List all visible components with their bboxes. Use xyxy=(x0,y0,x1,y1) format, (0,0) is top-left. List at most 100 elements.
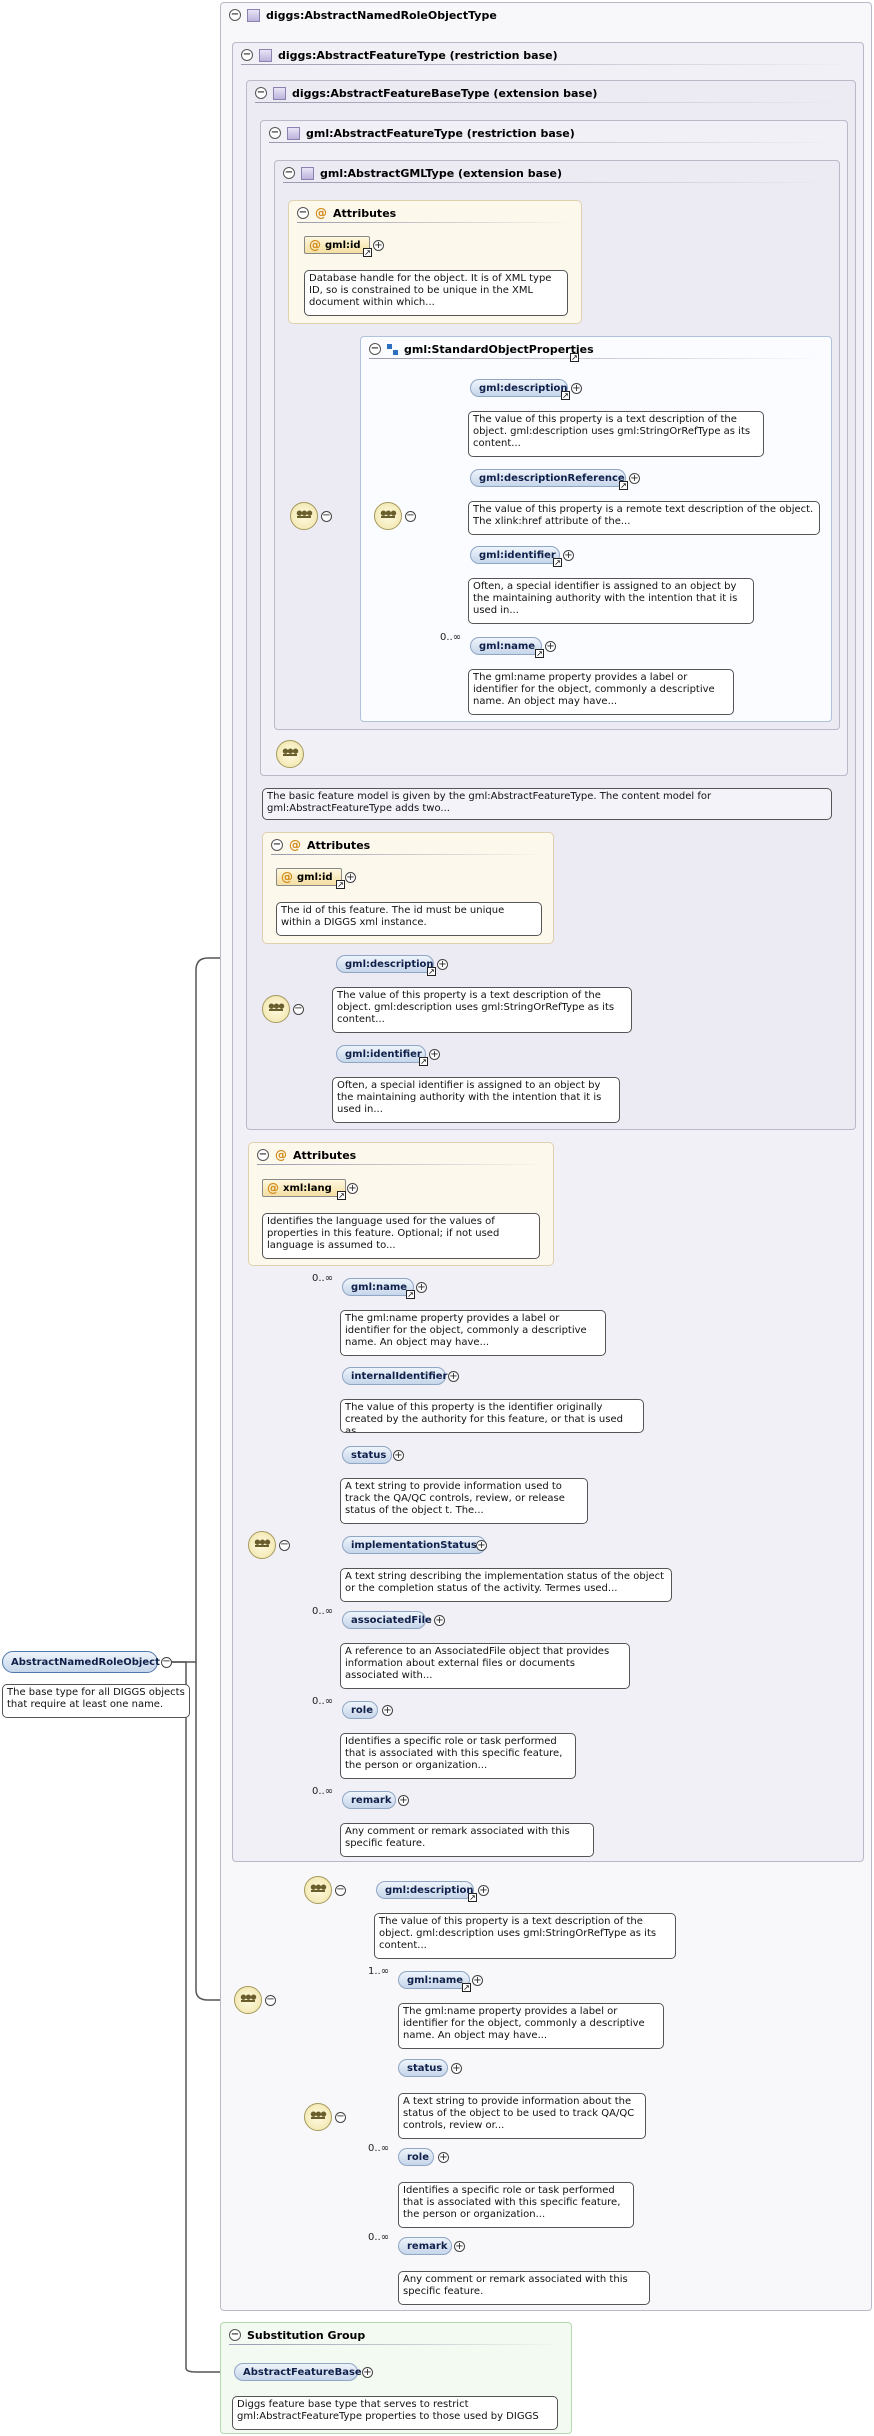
doc-role: Identifies a specific role or task perfo… xyxy=(398,2182,634,2228)
model-group-icon xyxy=(387,343,398,355)
cardinality-label: 0..∞ xyxy=(440,632,462,643)
link-icon[interactable]: ↗ xyxy=(406,1290,415,1299)
link-icon[interactable]: ↗ xyxy=(336,880,345,889)
element-status[interactable]: status xyxy=(398,2059,448,2077)
expand-icon[interactable]: + xyxy=(451,2063,462,2074)
sequence-icon xyxy=(290,502,318,530)
collapse-icon[interactable]: − xyxy=(405,510,416,522)
collapse-icon[interactable]: − xyxy=(255,87,267,99)
collapse-icon[interactable]: − xyxy=(229,9,241,21)
substitution-group-title: − Substitution Group xyxy=(229,2328,366,2342)
link-icon[interactable]: ↗ xyxy=(337,1191,346,1200)
attributes-title: − @ Attributes xyxy=(297,206,397,220)
doc-feature-id: The id of this feature. The id must be u… xyxy=(276,902,542,936)
expand-icon[interactable]: + xyxy=(434,1615,445,1626)
element-status[interactable]: status xyxy=(342,1446,392,1464)
collapse-icon[interactable]: − xyxy=(335,1884,346,1896)
link-icon[interactable]: ↗ xyxy=(427,967,436,976)
attribute-icon: @ xyxy=(289,838,301,852)
collapse-icon[interactable]: − xyxy=(265,1994,276,2006)
link-icon[interactable]: ↗ xyxy=(535,649,544,658)
expand-icon[interactable]: + xyxy=(416,1282,427,1293)
expand-icon[interactable]: + xyxy=(629,473,640,484)
element-remark[interactable]: remark xyxy=(398,2237,452,2255)
type-frame-title: − diggs:AbstractFeatureType (restriction… xyxy=(241,48,558,62)
collapse-icon[interactable]: − xyxy=(369,343,381,355)
attribute-gml-id[interactable]: @gml:id xyxy=(276,868,342,886)
collapse-icon[interactable]: − xyxy=(335,2111,346,2123)
link-icon[interactable]: ↗ xyxy=(462,1983,471,1992)
expand-icon[interactable]: + xyxy=(437,959,448,970)
expand-icon[interactable]: + xyxy=(476,1540,487,1551)
element-gml-name[interactable]: gml:name xyxy=(470,637,542,655)
link-icon[interactable]: ↗ xyxy=(363,248,372,257)
expand-icon[interactable]: + xyxy=(438,2152,449,2163)
doc-gml-description: The value of this property is a text des… xyxy=(332,987,632,1033)
collapse-icon[interactable]: − xyxy=(241,49,253,61)
expand-icon[interactable]: + xyxy=(393,1450,404,1461)
expand-icon[interactable]: + xyxy=(478,1885,489,1896)
collapse-icon[interactable]: − xyxy=(161,1656,172,1668)
element-role[interactable]: role xyxy=(398,2148,434,2166)
element-abstract-feature-base[interactable]: AbstractFeatureBase xyxy=(234,2363,362,2381)
link-icon[interactable]: ↗ xyxy=(570,353,579,362)
type-frame-title: − gml:AbstractFeatureType (restriction b… xyxy=(269,126,575,140)
link-icon[interactable]: ↗ xyxy=(468,1893,477,1902)
expand-icon[interactable]: + xyxy=(347,1183,358,1194)
collapse-icon[interactable]: − xyxy=(279,1539,290,1551)
expand-icon[interactable]: + xyxy=(398,1795,409,1806)
expand-icon[interactable]: + xyxy=(373,240,384,251)
element-implementation-status[interactable]: implementationStatus xyxy=(342,1536,486,1554)
doc-status: A text string to provide information abo… xyxy=(398,2093,646,2139)
attribute-icon: @ xyxy=(309,238,321,252)
attribute-icon: @ xyxy=(267,1181,279,1195)
element-associated-file[interactable]: associatedFile xyxy=(342,1611,432,1629)
collapse-icon[interactable]: − xyxy=(293,1003,304,1015)
doc-remark: Any comment or remark associated with th… xyxy=(340,1823,594,1857)
link-icon[interactable]: ↗ xyxy=(619,481,628,490)
expand-icon[interactable]: + xyxy=(563,550,574,561)
element-gml-name[interactable]: gml:name xyxy=(398,1971,470,1989)
element-gml-identifier[interactable]: gml:identifier xyxy=(470,546,560,564)
collapse-icon[interactable]: − xyxy=(283,167,295,179)
element-gml-description-reference[interactable]: gml:descriptionReference xyxy=(470,469,626,487)
element-gml-identifier[interactable]: gml:identifier xyxy=(336,1045,426,1063)
element-remark[interactable]: remark xyxy=(342,1791,396,1809)
element-abstract-named-role-object[interactable]: AbstractNamedRoleObject xyxy=(2,1651,160,1673)
type-frame-title: − diggs:AbstractFeatureBaseType (extensi… xyxy=(255,86,598,100)
element-internal-identifier[interactable]: internalIdentifier xyxy=(342,1367,447,1385)
complex-type-icon xyxy=(247,8,260,22)
collapse-icon[interactable]: − xyxy=(271,839,283,851)
collapse-icon[interactable]: − xyxy=(321,510,332,522)
link-icon[interactable]: ↗ xyxy=(561,391,570,400)
expand-icon[interactable]: + xyxy=(571,383,582,394)
expand-icon[interactable]: + xyxy=(382,1705,393,1716)
expand-icon[interactable]: + xyxy=(454,2241,465,2252)
expand-icon[interactable]: + xyxy=(448,1371,459,1382)
doc-gml-identifier: Often, a special identifier is assigned … xyxy=(468,578,754,624)
link-icon[interactable]: ↗ xyxy=(419,1057,428,1066)
collapse-icon[interactable]: − xyxy=(257,1149,269,1161)
collapse-icon[interactable]: − xyxy=(297,207,309,219)
complex-type-icon xyxy=(273,86,286,100)
link-icon[interactable]: ↗ xyxy=(553,558,562,567)
doc-gml-description-reference: The value of this property is a remote t… xyxy=(468,501,820,535)
sequence-icon xyxy=(276,740,304,768)
doc-abstract-named-role-object: The base type for all DIGGS objects that… xyxy=(2,1684,190,1718)
doc-gml-abstract-feature-type: The basic feature model is given by the … xyxy=(262,788,832,820)
element-gml-description[interactable]: gml:description xyxy=(470,379,568,397)
collapse-icon[interactable]: − xyxy=(229,2329,241,2341)
element-gml-description[interactable]: gml:description xyxy=(336,955,434,973)
attribute-icon: @ xyxy=(281,870,293,884)
element-gml-name[interactable]: gml:name xyxy=(342,1278,414,1296)
expand-icon[interactable]: + xyxy=(345,872,356,883)
collapse-icon[interactable]: − xyxy=(269,127,281,139)
attribute-gml-id[interactable]: @gml:id xyxy=(304,236,370,254)
element-role[interactable]: role xyxy=(342,1701,378,1719)
expand-icon[interactable]: + xyxy=(362,2367,373,2378)
expand-icon[interactable]: + xyxy=(429,1049,440,1060)
expand-icon[interactable]: + xyxy=(472,1975,483,1986)
attribute-xml-lang[interactable]: @xml:lang xyxy=(262,1179,346,1197)
expand-icon[interactable]: + xyxy=(545,641,556,652)
element-gml-description[interactable]: gml:description xyxy=(376,1881,474,1899)
